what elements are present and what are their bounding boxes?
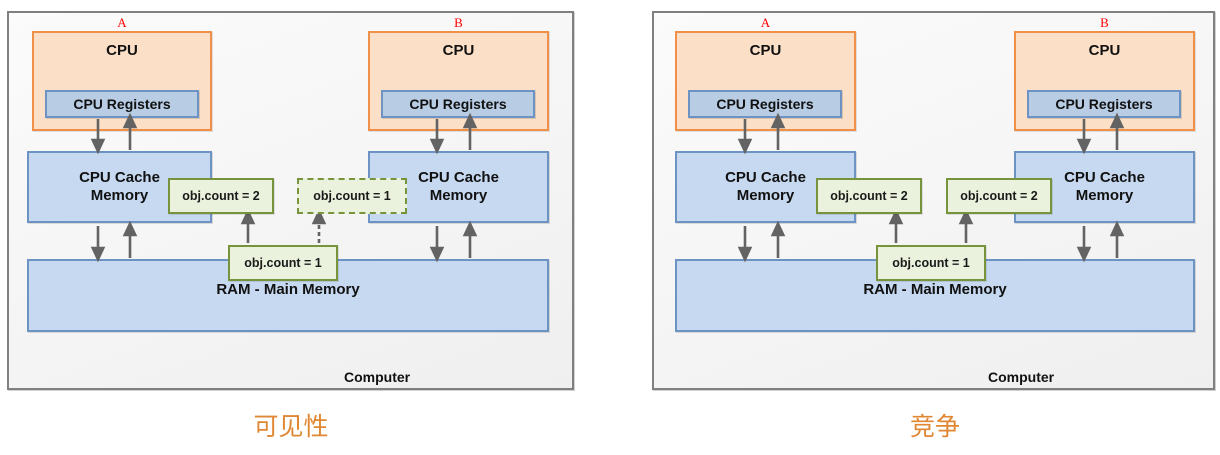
callout-ram-value-race: obj.count = 1 <box>876 245 986 281</box>
callout-cache-a-value-race: obj.count = 2 <box>816 178 922 214</box>
cpu-registers-b-race: CPU Registers <box>1027 90 1181 118</box>
cpu-registers-b-visibility: CPU Registers <box>381 90 535 118</box>
cpu-id-label-b-race: B <box>1100 15 1109 30</box>
panel-caption-visibility: 可见性 <box>253 412 329 441</box>
cpu-registers-a-visibility: CPU Registers <box>45 90 199 118</box>
cpu-id-label-a-race: A <box>760 15 771 30</box>
callout-cache-b-value-visibility: obj.count = 1 <box>297 178 407 214</box>
callout-cache-b-value-race: obj.count = 2 <box>946 178 1052 214</box>
cpu-registers-a-race: CPU Registers <box>688 90 842 118</box>
panel-caption-race: 竞争 <box>909 412 960 441</box>
callout-cache-a-value-visibility: obj.count = 2 <box>168 178 274 214</box>
computer-label-visibility: Computer <box>344 369 411 385</box>
cpu-id-label-a-visibility: A <box>117 15 127 30</box>
callout-ram-value-visibility: obj.count = 1 <box>228 245 338 281</box>
computer-label-race: Computer <box>988 369 1055 385</box>
cpu-id-label-b-visibility: B <box>454 15 463 30</box>
